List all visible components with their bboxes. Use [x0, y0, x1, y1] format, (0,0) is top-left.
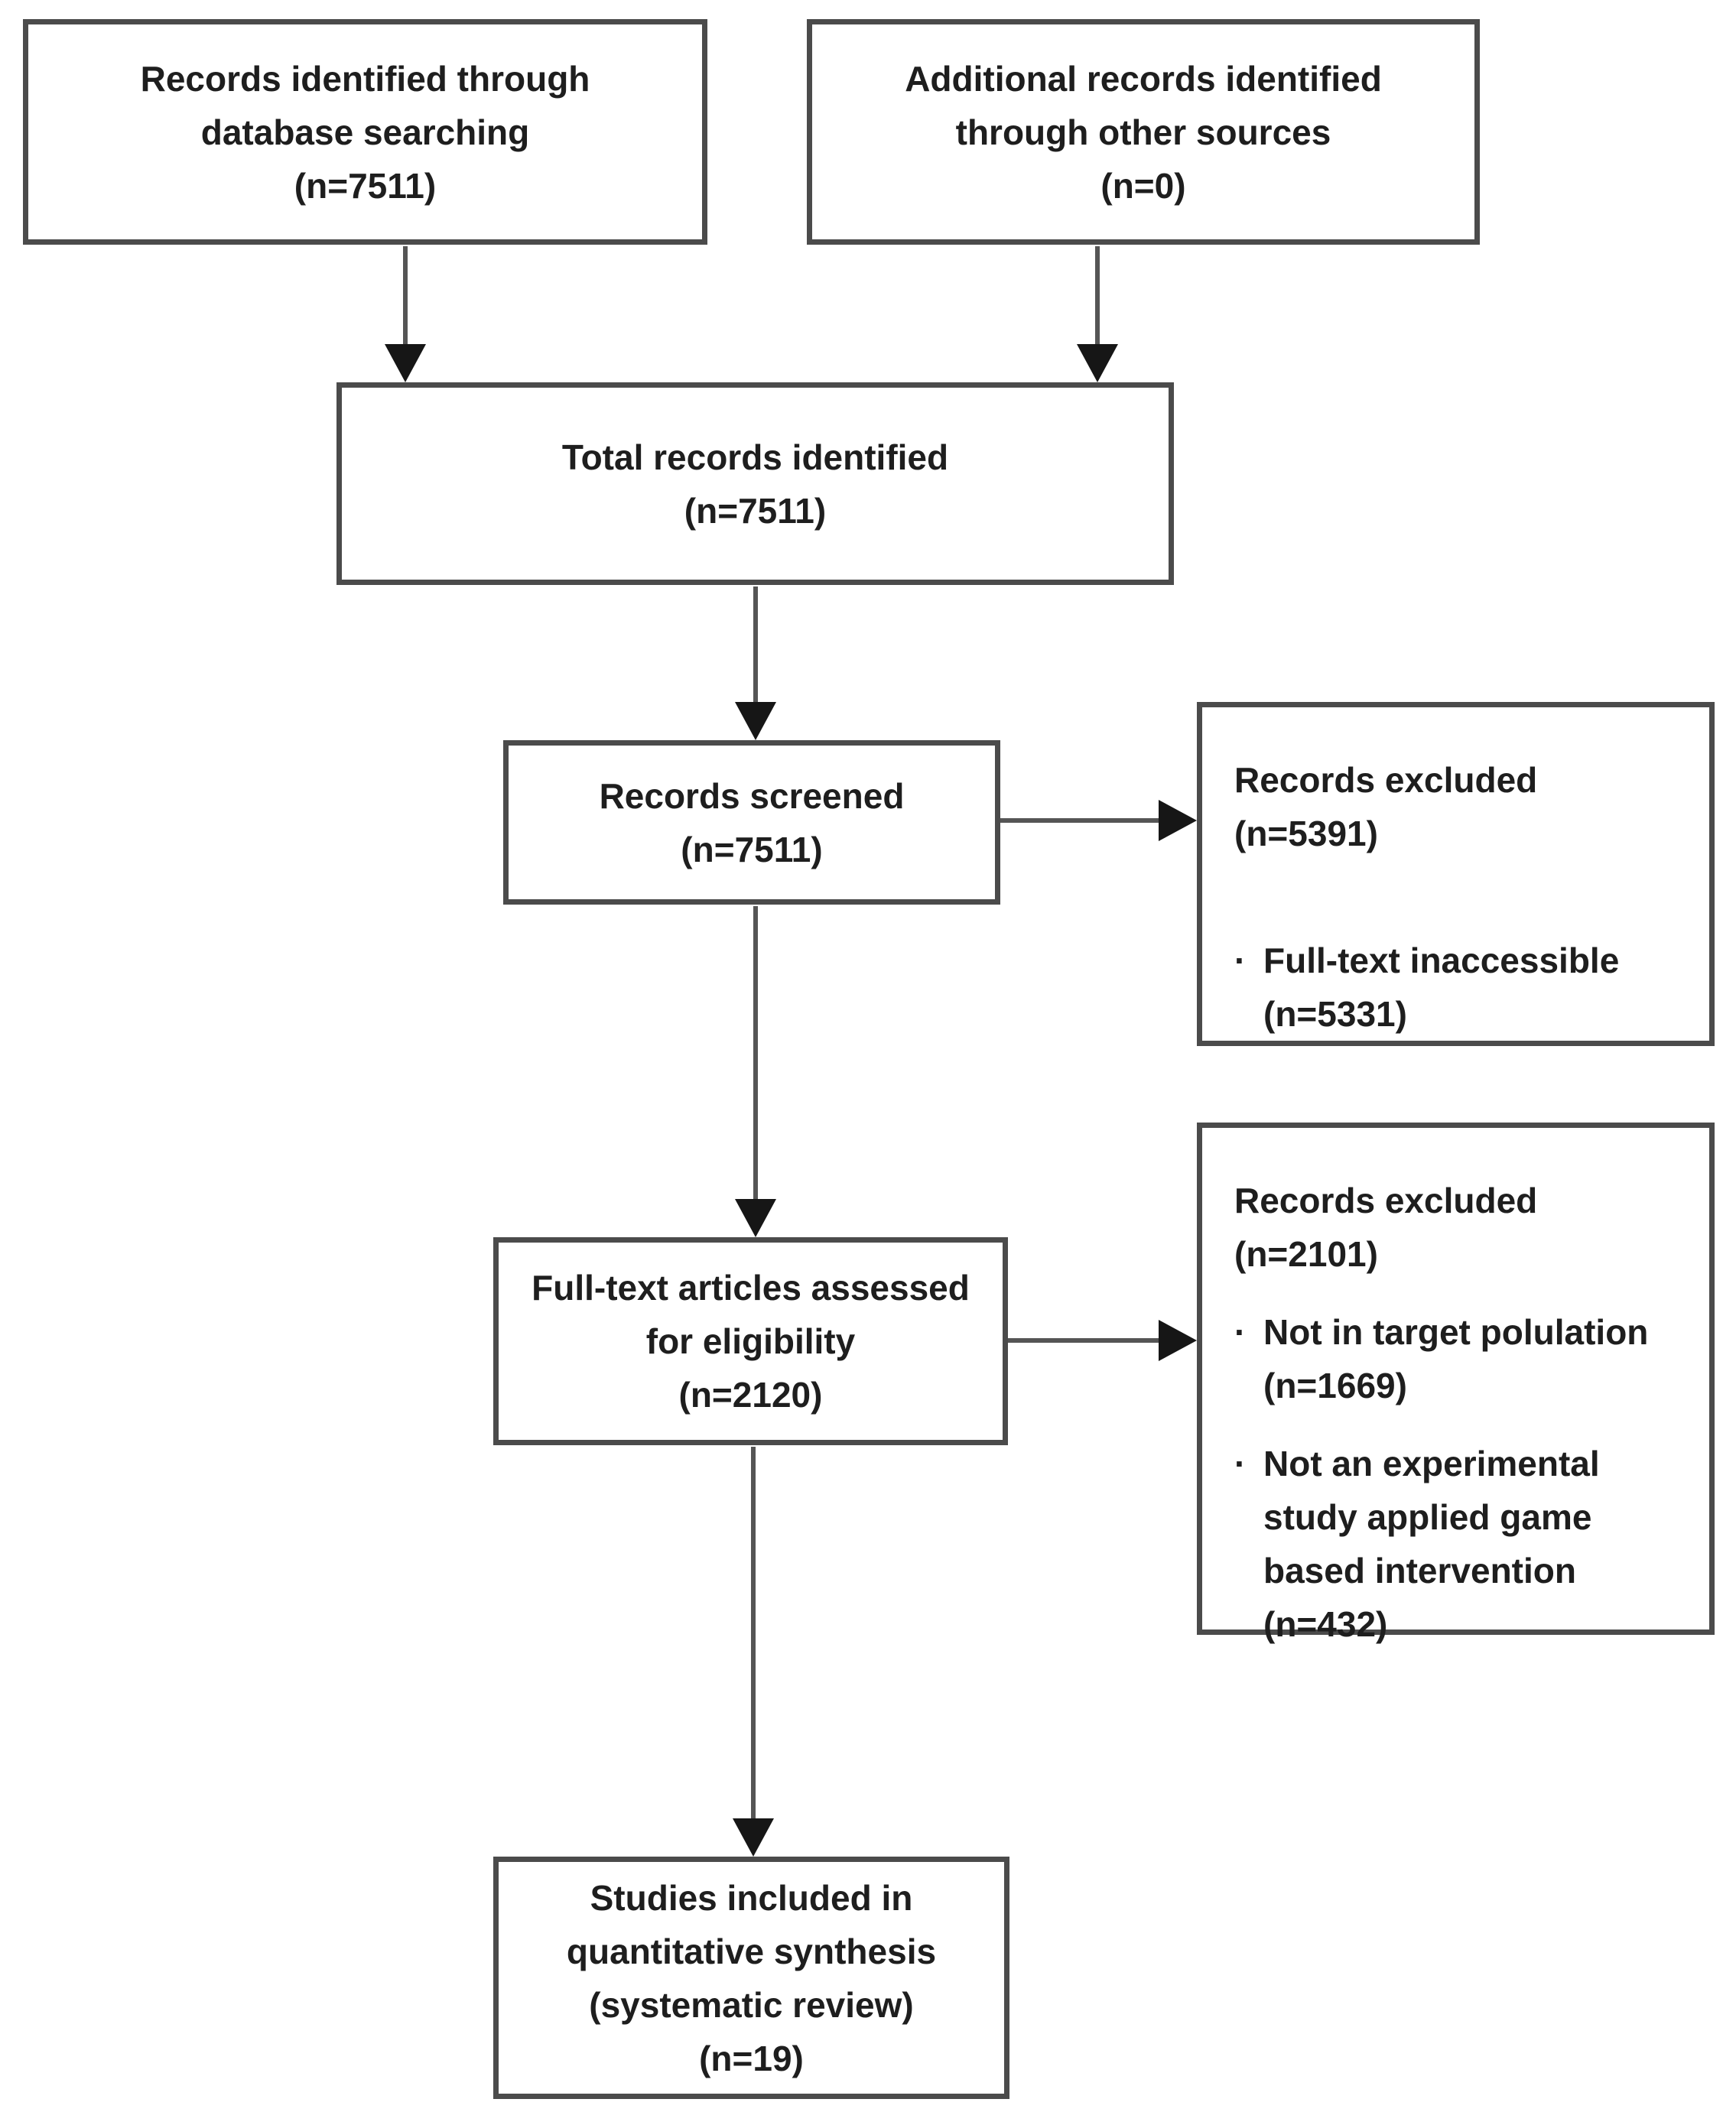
excluded-fulltext-bullet-text-1: Not in target polulation (n=1669): [1263, 1312, 1649, 1405]
box-studies-included-text: Studies included in quantitative synthes…: [566, 1877, 937, 2078]
box-additional-records-text: Additional records identified through ot…: [905, 58, 1382, 206]
bullet-marker: ·: [1234, 1312, 1247, 1352]
arrow-total-to-screened-head-icon: [735, 702, 776, 740]
bullet-marker: ·: [1234, 1444, 1247, 1483]
excluded-screening-bullet-item: · Full-text inaccessible (n=5331): [1234, 934, 1679, 1041]
box-records-screened-text: Records screened (n=7511): [599, 775, 905, 869]
arrow-additional-to-total-head-icon: [1077, 344, 1118, 382]
arrow-screened-to-excluded-head-icon: [1159, 800, 1197, 841]
arrow-additional-to-total-line: [1095, 246, 1100, 347]
arrow-fulltext-to-excluded-head-icon: [1159, 1320, 1197, 1361]
arrow-screened-to-fulltext-line: [753, 906, 758, 1202]
excluded-screening-title: Records excluded (n=5391): [1234, 760, 1538, 853]
bullet-marker: ·: [1234, 941, 1247, 980]
arrow-fulltext-to-excluded-line: [1008, 1338, 1162, 1343]
box-records-screened: Records screened (n=7511): [503, 740, 1000, 905]
box-records-identified-database-text: Records identified through database sear…: [140, 58, 590, 206]
box-records-identified-database: Records identified through database sear…: [23, 19, 707, 245]
arrow-total-to-screened-line: [753, 586, 758, 705]
excluded-fulltext-bullet-item-1: · Not in target polulation (n=1669): [1234, 1305, 1679, 1412]
box-studies-included: Studies included in quantitative synthes…: [493, 1857, 1009, 2099]
arrow-database-to-total-line: [403, 246, 408, 347]
box-records-excluded-fulltext: Records excluded (n=2101) · Not in targe…: [1197, 1123, 1715, 1644]
arrow-database-to-total-head-icon: [385, 344, 426, 382]
excluded-fulltext-title: Records excluded (n=2101): [1234, 1181, 1538, 1274]
box-fulltext-assessed: Full-text articles assessed for eligibil…: [493, 1237, 1008, 1445]
box-total-records-text: Total records identified (n=7511): [561, 437, 949, 531]
arrow-fulltext-to-included-line: [751, 1447, 756, 1821]
box-records-excluded-screening: Records excluded (n=5391) · Full-text in…: [1197, 702, 1715, 1046]
box-additional-records: Additional records identified through ot…: [807, 19, 1480, 245]
box-fulltext-assessed-text: Full-text articles assessed for eligibil…: [532, 1268, 970, 1415]
excluded-fulltext-bullet-text-2: Not an experimental study applied game b…: [1263, 1444, 1600, 1644]
arrow-fulltext-to-included-head-icon: [733, 1818, 774, 1857]
excluded-fulltext-bullet-item-2: · Not an experimental study applied game…: [1234, 1437, 1679, 1651]
arrow-screened-to-excluded-line: [1000, 818, 1162, 823]
arrow-screened-to-fulltext-head-icon: [735, 1199, 776, 1237]
excluded-screening-bullet-text: Full-text inaccessible (n=5331): [1263, 941, 1620, 1034]
box-total-records: Total records identified (n=7511): [336, 382, 1174, 585]
